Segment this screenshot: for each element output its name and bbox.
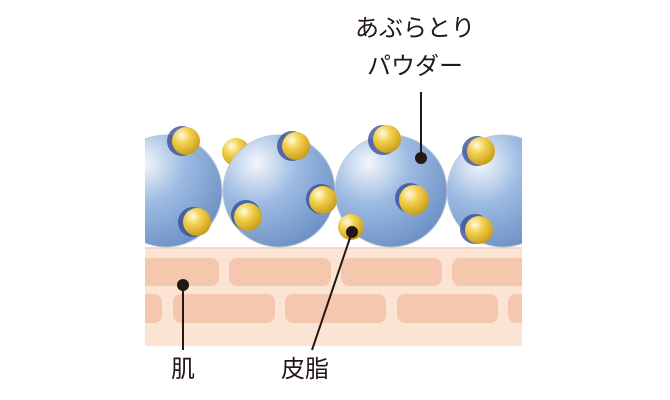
skin-label: 肌	[171, 355, 195, 383]
powder-label-line1: あぶらとり	[355, 14, 475, 42]
leader-lines	[177, 92, 427, 351]
sebum-leader-line	[311, 231, 353, 351]
powder-dot	[415, 152, 427, 164]
sebum-label: 皮脂	[281, 355, 329, 383]
skin-dot	[177, 279, 189, 291]
sebum-dot	[346, 226, 358, 238]
skin-cells	[145, 258, 522, 323]
powder-label-line2: パウダー	[367, 52, 463, 80]
skin-layer	[145, 247, 522, 346]
